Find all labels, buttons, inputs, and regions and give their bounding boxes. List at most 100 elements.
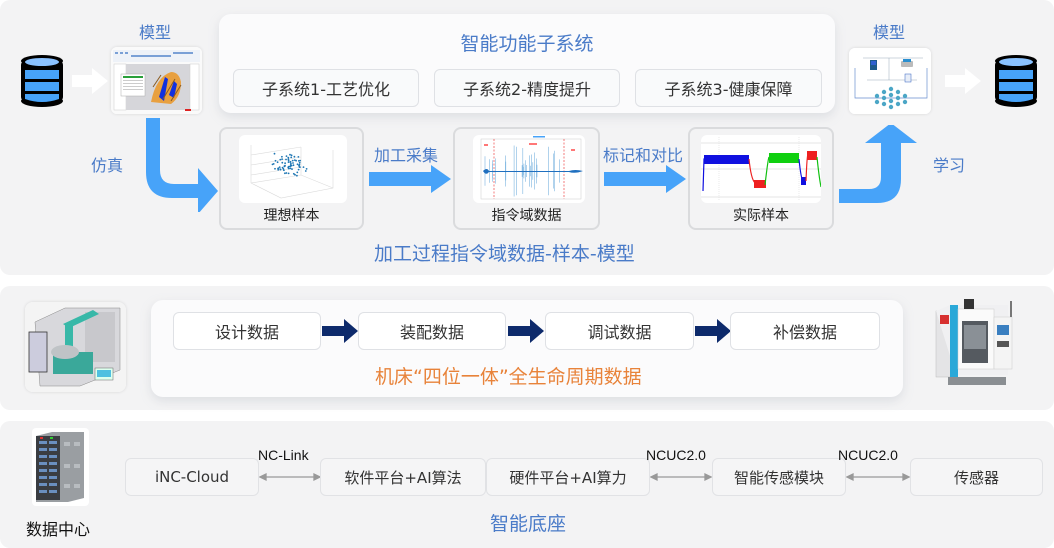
arrow-right-icon bbox=[945, 68, 981, 94]
database-icon-right bbox=[992, 53, 1040, 107]
collect-label: 加工采集 bbox=[374, 146, 439, 165]
scatter-point bbox=[305, 168, 308, 170]
compensation-data-stage[interactable]: 补偿数据 bbox=[730, 312, 880, 350]
scatter-point bbox=[279, 158, 282, 161]
inc-cloud-component[interactable]: iNC-Cloud bbox=[125, 458, 259, 496]
scatter-point bbox=[287, 165, 290, 168]
scatter-point bbox=[291, 159, 294, 162]
scatter-point bbox=[292, 164, 295, 167]
lifecycle-title: 机床“四位一体”全生命周期数据 bbox=[375, 366, 642, 388]
scatter-point bbox=[293, 155, 296, 158]
scatter-3d-plot-icon bbox=[239, 135, 347, 203]
assembly-data-stage[interactable]: 装配数据 bbox=[358, 312, 506, 350]
scatter-point bbox=[284, 162, 286, 165]
scatter-point bbox=[281, 161, 284, 164]
scatter-point bbox=[292, 172, 295, 175]
bidirectional-arrow-icon bbox=[259, 471, 321, 483]
scatter-point bbox=[278, 166, 281, 168]
neural-model-thumbnail[interactable] bbox=[849, 48, 931, 114]
scatter-point bbox=[287, 158, 290, 160]
hardware-platform-component[interactable]: 硬件平台+AI算力 bbox=[486, 458, 650, 496]
scatter-point bbox=[287, 156, 290, 159]
compare-arrow-icon bbox=[604, 165, 686, 193]
subsystem-2-button[interactable]: 子系统2-精度提升 bbox=[434, 69, 620, 107]
smart-base-title: 智能底座 bbox=[490, 513, 567, 535]
subsystem-3-button[interactable]: 子系统3-健康保障 bbox=[635, 69, 822, 107]
command-domain-caption: 指令域数据 bbox=[491, 208, 562, 224]
scatter-point bbox=[284, 164, 286, 167]
scatter-point bbox=[281, 158, 283, 160]
model-label-right: 模型 bbox=[873, 23, 906, 42]
cad-model-thumbnail[interactable] bbox=[111, 47, 202, 114]
ideal-sample-card[interactable]: 理想样本 bbox=[219, 127, 364, 230]
actual-sample-card[interactable]: 实际样本 bbox=[688, 127, 834, 230]
debug-data-stage[interactable]: 调试数据 bbox=[545, 312, 694, 350]
server-rack-icon bbox=[30, 426, 91, 508]
bidirectional-arrow-icon bbox=[846, 471, 910, 483]
scatter-point bbox=[297, 168, 300, 171]
scatter-point bbox=[296, 174, 298, 177]
scatter-point bbox=[274, 159, 277, 162]
ideal-sample-caption: 理想样本 bbox=[263, 208, 320, 224]
scatter-point bbox=[283, 169, 285, 172]
simulate-arrow bbox=[143, 118, 219, 212]
arrow-right-icon bbox=[72, 68, 108, 94]
actual-sample-caption: 实际样本 bbox=[733, 208, 789, 224]
nc-link-protocol-label: NC-Link bbox=[258, 447, 309, 463]
collect-arrow-icon bbox=[369, 165, 451, 193]
scatter-point bbox=[294, 173, 296, 176]
scatter-point bbox=[297, 160, 300, 162]
process-data-title: 加工过程指令域数据-样本-模型 bbox=[374, 243, 635, 265]
scatter-point bbox=[291, 168, 293, 170]
navy-arrow-icon bbox=[322, 319, 358, 343]
scatter-point bbox=[304, 170, 307, 172]
scatter-point bbox=[282, 167, 285, 170]
sensor-component[interactable]: 传感器 bbox=[910, 458, 1043, 496]
scatter-point bbox=[281, 155, 283, 158]
scatter-point bbox=[279, 168, 282, 171]
scatter-point bbox=[287, 159, 290, 162]
scatter-point bbox=[293, 159, 296, 161]
scatter-point bbox=[272, 163, 275, 165]
scatter-point bbox=[290, 162, 292, 165]
software-platform-component[interactable]: 软件平台+AI算法 bbox=[320, 458, 486, 496]
cnc-machine-photo-image bbox=[928, 295, 1028, 395]
step-signal-plot-icon bbox=[701, 135, 821, 203]
scatter-point bbox=[296, 163, 299, 166]
scatter-point bbox=[302, 166, 305, 168]
scatter-point bbox=[285, 155, 288, 157]
scatter-point bbox=[277, 167, 279, 170]
machine-tool-3d-model-image bbox=[25, 302, 126, 392]
scatter-point bbox=[287, 172, 290, 175]
scatter-point bbox=[298, 163, 301, 166]
bidirectional-arrow-icon bbox=[650, 471, 712, 483]
model-label-left: 模型 bbox=[139, 23, 172, 42]
ncuc-protocol-label-1: NCUC2.0 bbox=[646, 447, 706, 463]
navy-arrow-icon bbox=[695, 319, 731, 343]
scatter-point bbox=[289, 167, 292, 170]
scatter-point bbox=[273, 152, 276, 155]
datacenter-label: 数据中心 bbox=[26, 520, 91, 539]
scatter-point bbox=[274, 167, 276, 170]
subsystem-1-button[interactable]: 子系统1-工艺优化 bbox=[233, 69, 419, 107]
smart-sensing-module-component[interactable]: 智能传感模块 bbox=[712, 458, 846, 496]
compare-label: 标记和对比 bbox=[603, 146, 684, 165]
navy-arrow-icon bbox=[508, 319, 544, 343]
simulate-label: 仿真 bbox=[91, 156, 124, 175]
scatter-point bbox=[285, 172, 288, 174]
scatter-point bbox=[292, 162, 294, 164]
command-domain-card[interactable]: 指令域数据 bbox=[453, 127, 600, 230]
scatter-point bbox=[296, 171, 299, 174]
scatter-point bbox=[288, 167, 290, 170]
scatter-point bbox=[276, 161, 279, 164]
scatter-point bbox=[290, 156, 293, 159]
design-data-stage[interactable]: 设计数据 bbox=[173, 312, 321, 350]
scatter-point bbox=[284, 172, 286, 175]
scatter-point bbox=[285, 158, 287, 161]
ncuc-protocol-label-2: NCUC2.0 bbox=[838, 447, 898, 463]
scatter-point bbox=[289, 161, 292, 163]
learn-arrow bbox=[839, 125, 919, 205]
signal-waveform-plot-icon bbox=[473, 135, 585, 203]
scatter-point bbox=[289, 153, 291, 156]
scatter-point bbox=[290, 154, 293, 157]
